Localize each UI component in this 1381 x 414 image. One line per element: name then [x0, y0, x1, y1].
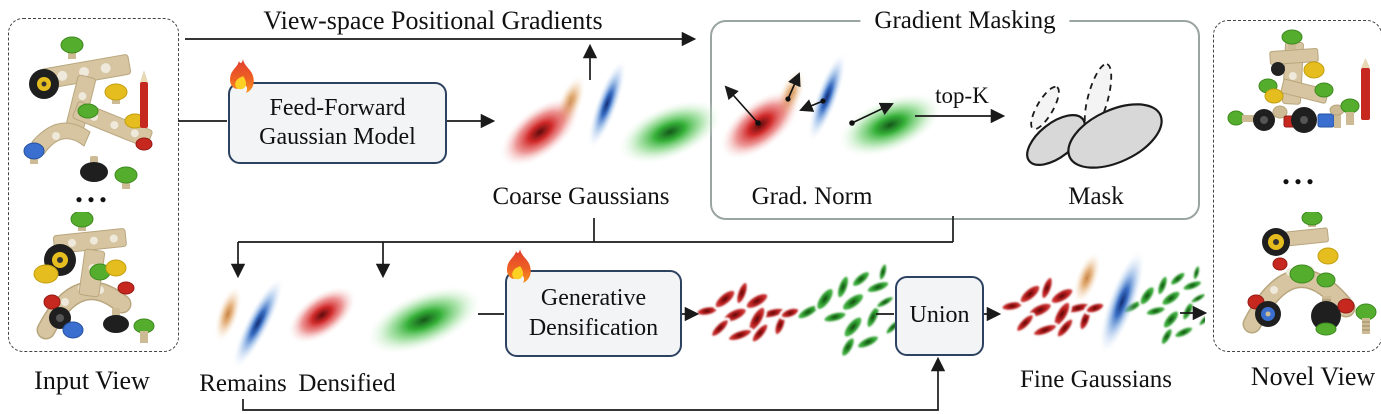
remains-label: Remains	[199, 370, 287, 397]
densified-figure	[287, 285, 483, 355]
fine-gaussians-label: Fine Gaussians	[1019, 366, 1173, 393]
input-photo-2	[33, 212, 155, 343]
feed-forward-line2: Gaussian Model	[259, 124, 416, 150]
novel-photo-1	[1227, 29, 1370, 133]
gradient-norm-vectors	[724, 72, 894, 126]
input-view-label: Input View	[34, 366, 150, 395]
gradient-masking-title: Gradient Masking	[860, 6, 1070, 35]
flame-icon	[507, 249, 531, 283]
union-label: Union	[909, 302, 970, 329]
novel-view-label: Novel View	[1250, 362, 1376, 391]
union-box: Union	[895, 276, 984, 356]
generative-line1: Generative	[540, 285, 647, 312]
mask-figure	[1026, 63, 1163, 169]
coarse-gaussians-label: Coarse Gaussians	[492, 183, 670, 210]
fine-gaussians-figure	[995, 249, 1205, 355]
topk-label: top-K	[935, 83, 989, 108]
densified-label: Densified	[298, 370, 396, 397]
generative-densification-box: Generative Densification	[505, 270, 682, 357]
grad-norm-label: Grad. Norm	[751, 183, 873, 210]
input-photo-1	[23, 36, 153, 189]
generative-line2: Densification	[528, 314, 659, 341]
remains-to-union-feedback	[242, 356, 946, 411]
feed-forward-box: Feed-Forward Gaussian Model	[228, 82, 447, 164]
mask-label: Mask	[1068, 183, 1124, 210]
feed-forward-line1: Feed-Forward	[269, 94, 406, 121]
view-space-gradients-label: View-space Positional Gradients	[263, 6, 603, 35]
novel-photo-2	[1242, 212, 1377, 336]
flame-icon	[230, 59, 254, 93]
remains-figure	[214, 276, 284, 370]
